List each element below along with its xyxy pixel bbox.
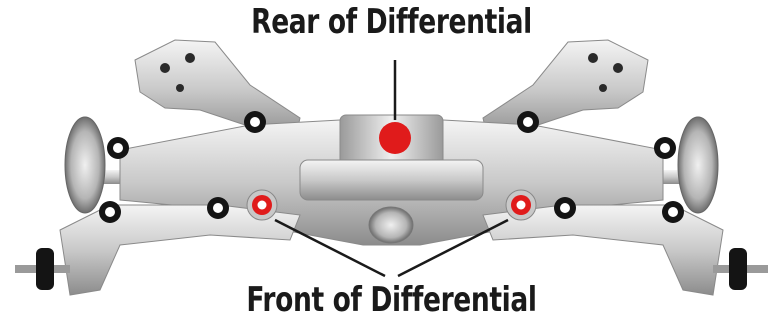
rear-differential-marker (379, 122, 411, 154)
right-end-link-bushing (729, 248, 747, 290)
front-of-differential-label: Front of Differential (86, 280, 697, 320)
left-end-link-bushing (36, 248, 54, 290)
right-wheel-hub (678, 117, 718, 213)
front-right-differential-marker (506, 190, 536, 220)
pinion-flange (369, 207, 413, 243)
left-wheel-hub (65, 117, 105, 213)
rear-of-differential-label: Rear of Differential (86, 2, 697, 42)
front-left-differential-marker (247, 190, 277, 220)
differential-mount (300, 160, 483, 200)
